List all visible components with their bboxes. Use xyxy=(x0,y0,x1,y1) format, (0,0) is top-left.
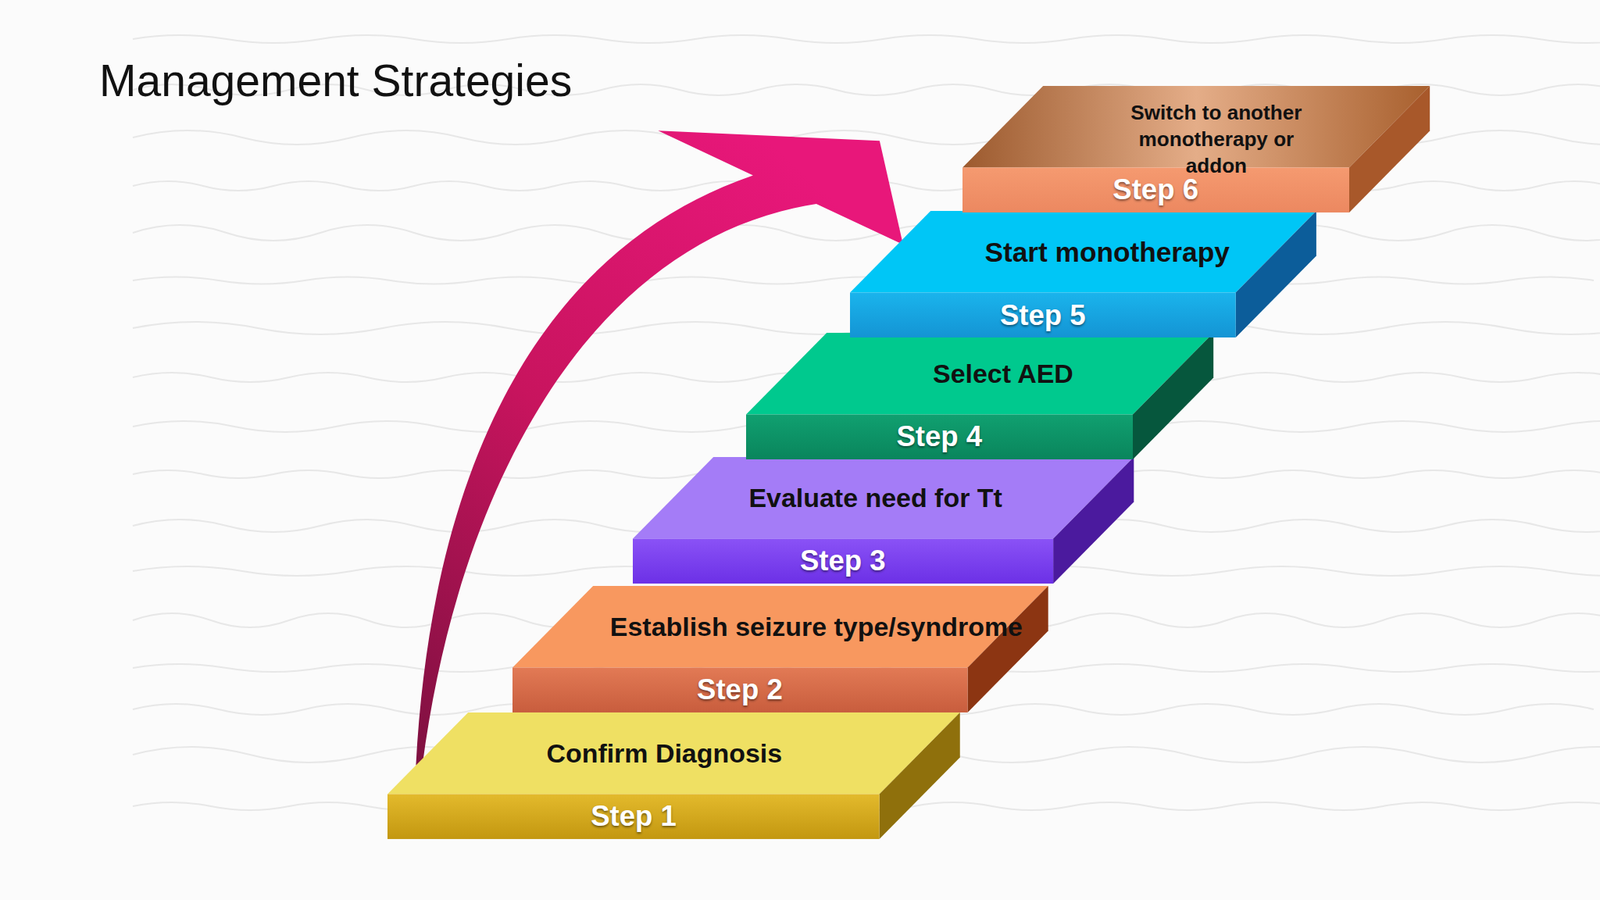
step-side-face xyxy=(879,712,961,840)
step-task: Switch to another monotherapy or addon xyxy=(1106,100,1326,180)
step-slab: Establish seizure type/syndromeStep 2 xyxy=(512,585,1049,713)
title: Management Strategies xyxy=(99,56,572,106)
step-task: Evaluate need for Tt xyxy=(748,482,1002,514)
step-side-face xyxy=(1132,332,1214,460)
step-label: Step 1 xyxy=(590,800,677,833)
step-side-face xyxy=(1053,457,1134,584)
step-front-face xyxy=(387,793,880,839)
step-top-face xyxy=(632,457,1134,539)
step-top-face xyxy=(850,210,1317,293)
step-top-face xyxy=(512,585,1049,668)
step-top-face xyxy=(387,712,961,794)
step-slab: Select AED Step 4 xyxy=(746,332,1214,460)
step-label: Step 4 xyxy=(896,420,983,454)
step-label: Step 2 xyxy=(696,673,783,707)
step-label: Step 5 xyxy=(1000,299,1086,333)
step-task: Establish seizure type/syndrome xyxy=(610,610,1023,642)
step-side-face xyxy=(967,585,1048,713)
step-slab: Confirm DiagnosisStep 1 xyxy=(387,712,961,840)
step-side-face xyxy=(1349,85,1430,213)
step-front-face xyxy=(632,539,1054,584)
step-front-face xyxy=(850,292,1236,338)
step-front-face xyxy=(746,414,1133,459)
step-task: Select AED xyxy=(932,358,1074,390)
step-front-face xyxy=(512,667,968,712)
step-slab: Evaluate need for Tt Step 3 xyxy=(632,457,1134,584)
step-front-face xyxy=(962,167,1350,212)
step-label: Step 6 xyxy=(1112,173,1199,207)
step-task: Confirm Diagnosis xyxy=(546,737,783,768)
step-task: Start monotherapy xyxy=(984,236,1229,268)
step-side-face xyxy=(1235,210,1317,338)
step-label: Step 3 xyxy=(800,544,886,578)
step-slab: Switch to another monotherapy or addonSt… xyxy=(962,85,1430,213)
step-top-face xyxy=(746,332,1214,415)
step-slab: Start monotherapyStep 5 xyxy=(850,210,1317,338)
